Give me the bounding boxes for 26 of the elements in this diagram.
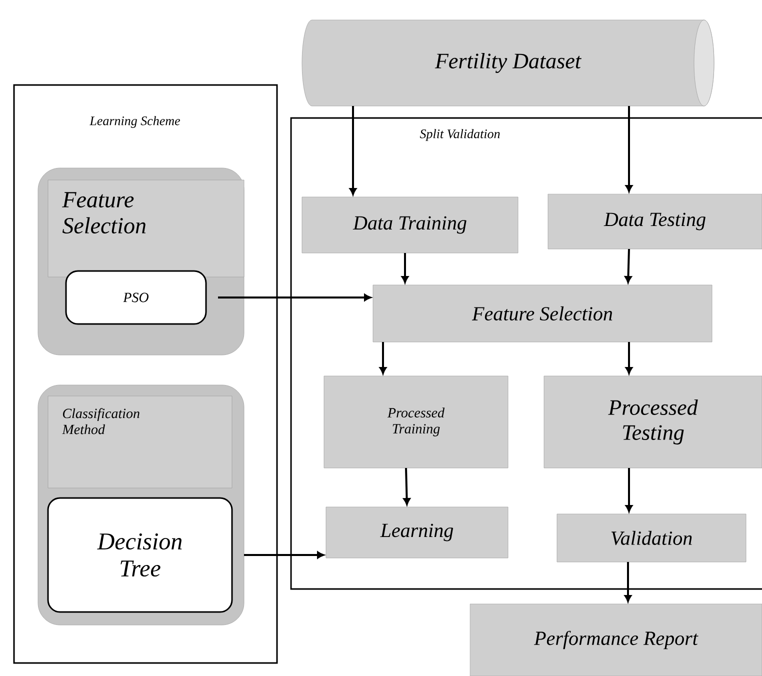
arrow [624, 562, 632, 602]
arrow [403, 468, 410, 506]
arrow [625, 106, 633, 192]
arrow [625, 342, 633, 374]
method-box: PSO [65, 270, 207, 325]
process-box: Validation [556, 514, 746, 562]
process-box: Performance Report [470, 604, 762, 676]
process-box: Data Testing [548, 194, 762, 250]
dataset-cylinder: Fertility Dataset [302, 20, 714, 106]
arrow [244, 551, 324, 559]
header-box: Feature Selection [48, 180, 244, 278]
panel-title: Learning Scheme [90, 116, 180, 128]
process-box: Processed Testing [544, 376, 762, 468]
method-box: Decision Tree [47, 497, 233, 613]
arrow [625, 468, 633, 512]
panel-title: Split Validation [420, 129, 500, 141]
process-box: Feature Selection [372, 284, 712, 342]
process-box: Data Training [302, 196, 518, 254]
arrow [379, 342, 387, 374]
arrow [624, 248, 632, 284]
header-box: Classification Method [48, 396, 232, 488]
arrow [401, 253, 409, 284]
arrow [218, 294, 372, 302]
arrow [349, 106, 357, 196]
process-box: Learning [326, 506, 508, 558]
process-box: Processed Training [324, 376, 508, 468]
